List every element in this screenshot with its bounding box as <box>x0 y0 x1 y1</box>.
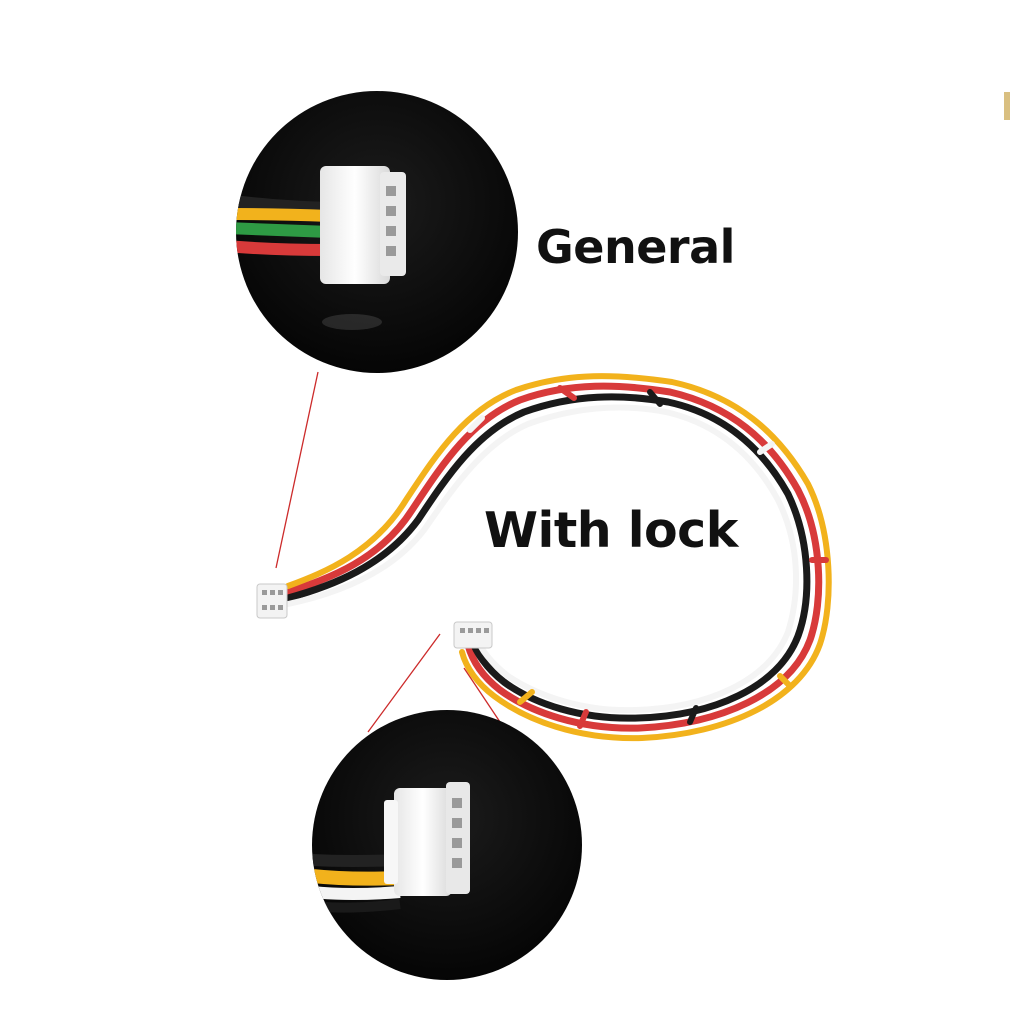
callout-line-lock-left <box>367 633 441 733</box>
general-connector-icon <box>320 166 406 284</box>
cable-end-lock-icon <box>453 621 493 649</box>
inset-lock <box>312 710 582 980</box>
edge-mark <box>1004 92 1010 120</box>
inset-general <box>236 91 518 373</box>
label-with-lock: With lock <box>484 502 738 559</box>
callout-line-lock-right <box>463 667 501 723</box>
cable-end-general-icon <box>256 583 288 619</box>
callout-line-general <box>275 371 319 569</box>
lock-connector-icon <box>384 782 470 896</box>
label-general: General <box>536 220 735 274</box>
cable-icon <box>284 373 832 742</box>
